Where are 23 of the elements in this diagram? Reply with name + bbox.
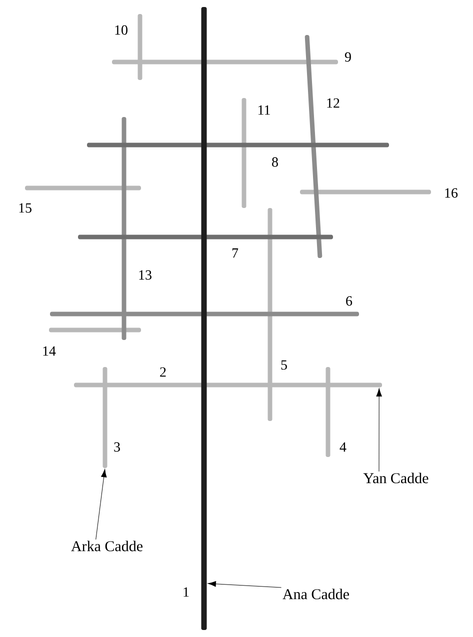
street-number: 1 bbox=[184, 587, 189, 597]
street-number: 3 bbox=[114, 442, 120, 452]
street-number: 16 bbox=[445, 188, 458, 198]
street-line bbox=[304, 34, 322, 258]
street-number: 10 bbox=[115, 25, 128, 35]
street-name: Yan Cadde bbox=[363, 472, 428, 484]
street-number: 11 bbox=[258, 105, 270, 115]
street-number: 7 bbox=[232, 248, 238, 258]
street-number: 4 bbox=[340, 442, 346, 452]
street-number: 5 bbox=[281, 360, 287, 370]
leader-line bbox=[96, 469, 107, 540]
street-number: 14 bbox=[43, 346, 56, 356]
street-number: 8 bbox=[272, 157, 278, 167]
street-number: 9 bbox=[344, 52, 351, 62]
street-number: 2 bbox=[160, 367, 166, 377]
leader-line bbox=[208, 581, 282, 588]
street-number: 13 bbox=[139, 270, 152, 280]
street-name: Ana Cadde bbox=[282, 588, 349, 600]
street-name: Arka Cadde bbox=[71, 540, 142, 552]
street-number: 6 bbox=[346, 296, 352, 306]
leader-line bbox=[376, 388, 382, 472]
street-number: 12 bbox=[327, 98, 340, 108]
street-number: 15 bbox=[19, 203, 32, 213]
